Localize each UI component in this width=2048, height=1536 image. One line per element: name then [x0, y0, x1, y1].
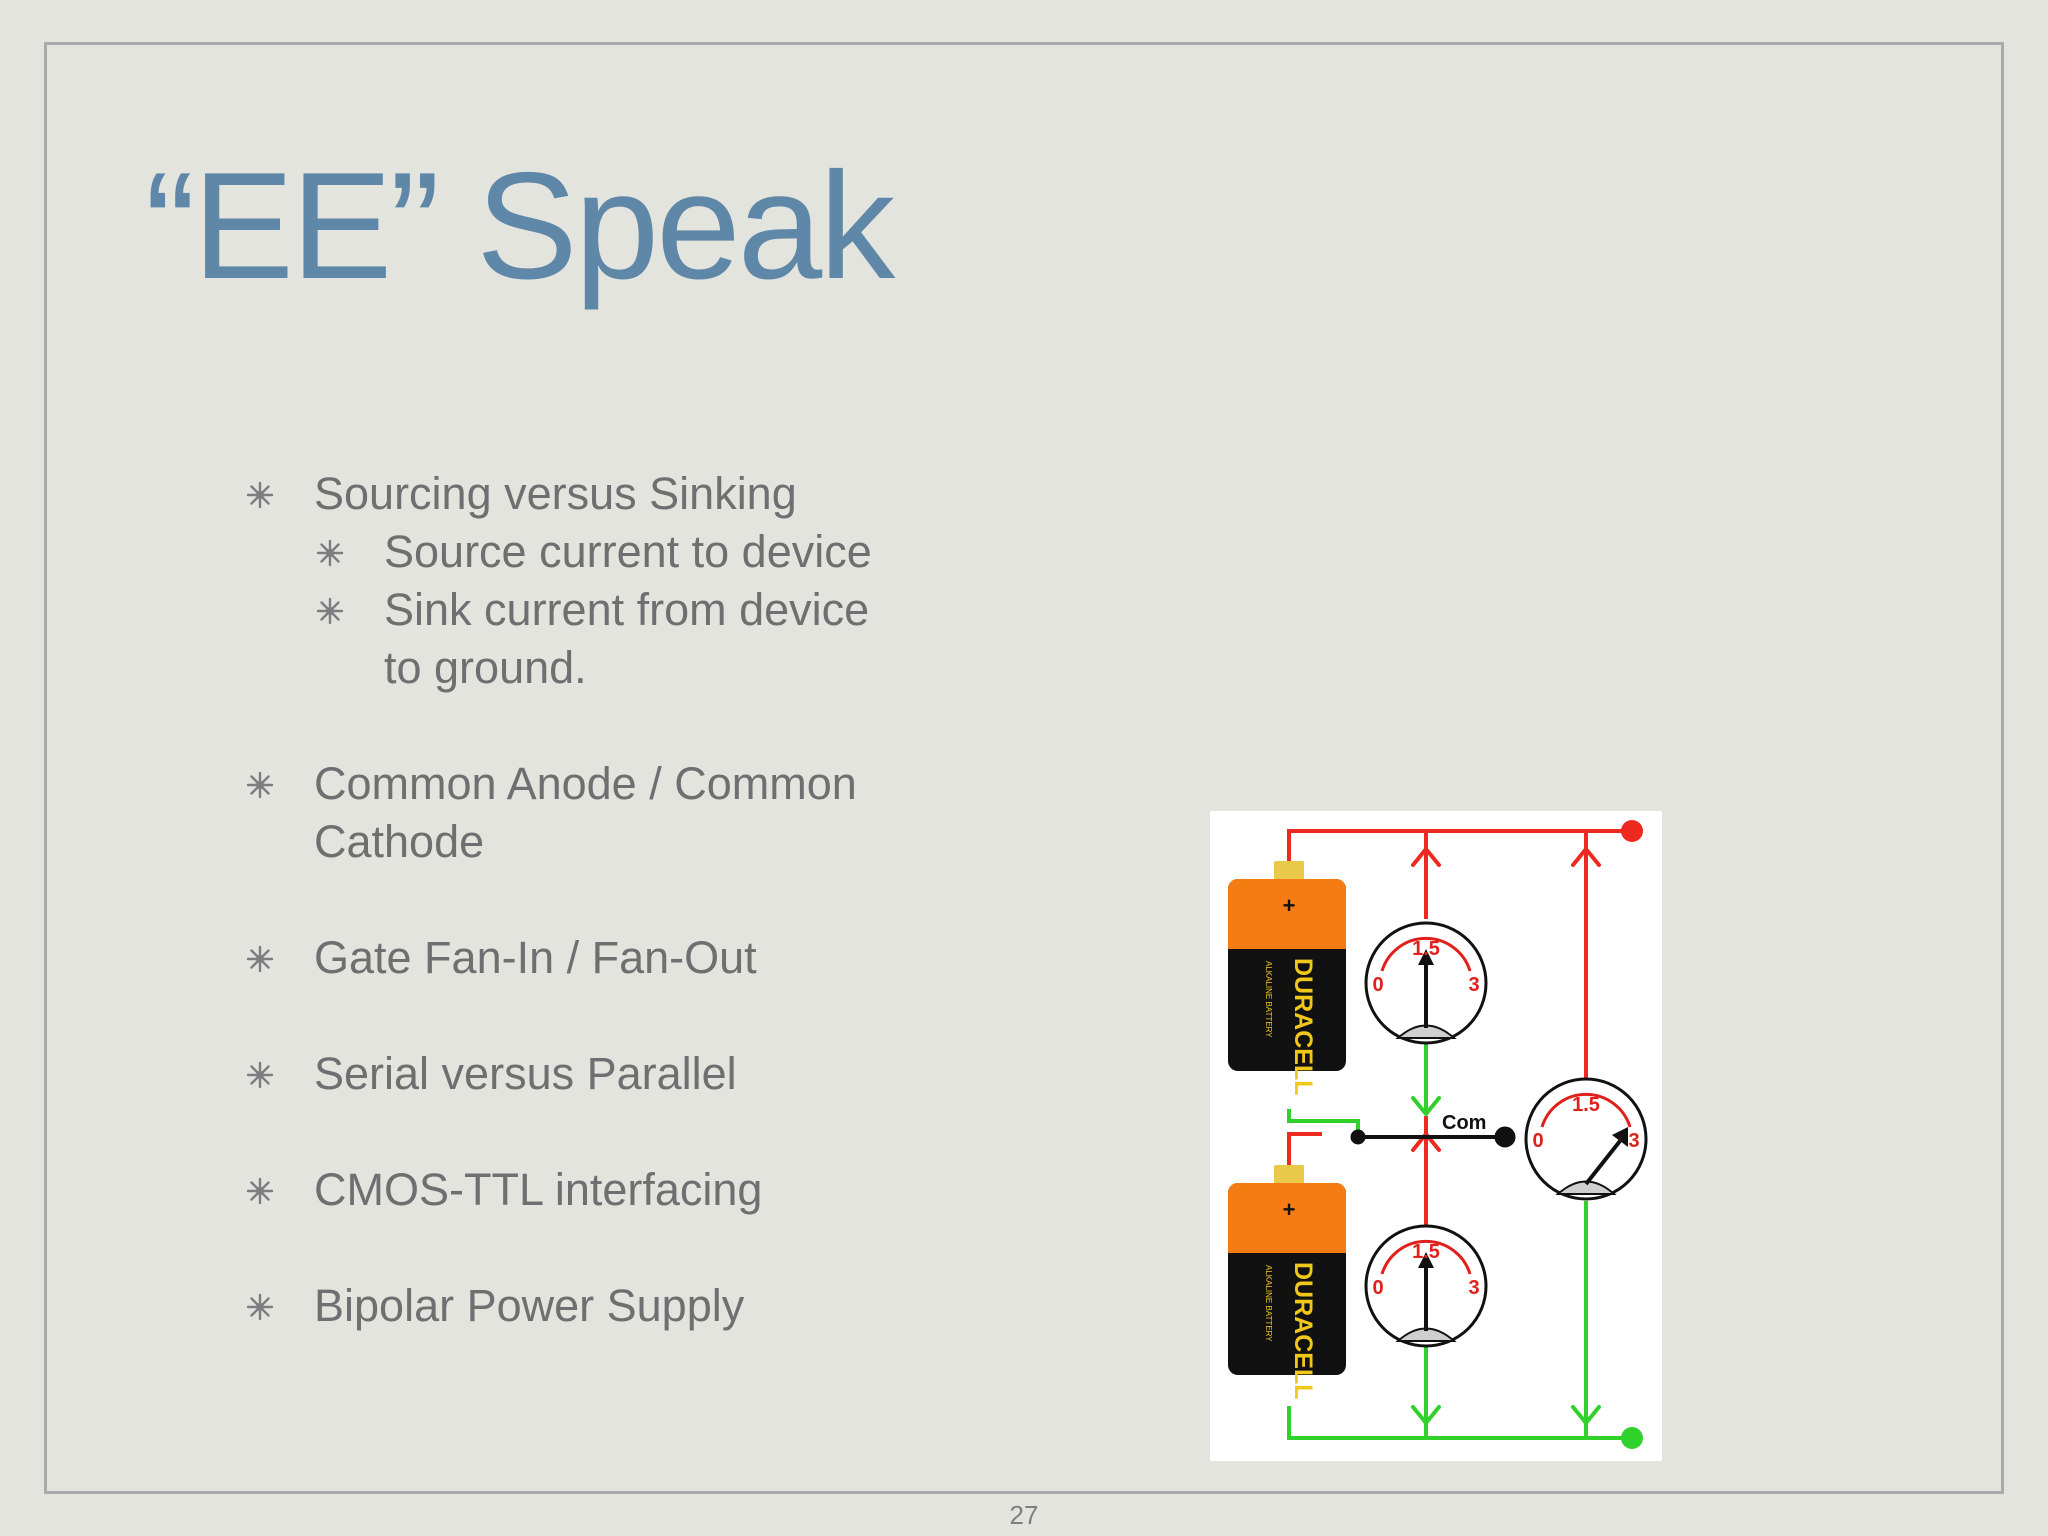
bullet-star-icon: [246, 1061, 274, 1089]
bullet-item: CMOS-TTL interfacing: [314, 1164, 763, 1215]
sub-bullet-continuation: to ground.: [384, 642, 587, 693]
bullet-item: Bipolar Power Supply: [314, 1280, 745, 1331]
meter-min-label: 0: [1372, 1277, 1383, 1299]
bullet-item: Common Anode / Common: [314, 758, 857, 809]
bullet-item: Gate Fan-In / Fan-Out: [314, 932, 757, 983]
meter-mid-label: 1.5: [1412, 938, 1440, 960]
common-wire: [1350, 1126, 1516, 1148]
meter-max-label: 3: [1628, 1130, 1639, 1152]
sub-bullet-item: Source current to device: [384, 526, 872, 577]
bullet-continuation: Cathode: [314, 816, 485, 867]
meter-min-label: 0: [1372, 974, 1383, 996]
battery-brand-label: DURACELL: [1289, 958, 1317, 1096]
battery-icon: + DURACELL ALKALINE BATTERY: [1228, 861, 1346, 1096]
voltmeter-icon: 1.5 0 3: [1364, 921, 1488, 1045]
bullet-star-icon: [246, 771, 274, 799]
bullet-item: Serial versus Parallel: [314, 1048, 737, 1099]
battery-icon: + DURACELL ALKALINE BATTERY: [1228, 1165, 1346, 1400]
bullet-item: Sourcing versus Sinking: [314, 468, 797, 519]
battery-subtext-label: ALKALINE BATTERY: [1264, 1265, 1273, 1342]
bullet-star-icon: [246, 481, 274, 509]
battery-subtext-label: ALKALINE BATTERY: [1264, 961, 1273, 1038]
meter-max-label: 3: [1468, 1277, 1479, 1299]
voltmeter-icon: 1.5 0 3: [1524, 1077, 1648, 1201]
slide-title: “EE” Speak: [145, 141, 895, 311]
slide-frame: [44, 42, 2004, 1494]
voltmeter-icon: 1.5 0 3: [1364, 1224, 1488, 1348]
meter-mid-label: 1.5: [1412, 1241, 1440, 1263]
positive-arrows: [1411, 845, 1601, 1152]
positive-terminal: [1621, 820, 1643, 842]
bullet-star-icon: [316, 539, 344, 567]
meter-max-label: 3: [1468, 974, 1479, 996]
meter-mid-label: 1.5: [1572, 1094, 1600, 1116]
bullet-star-icon: [246, 1293, 274, 1321]
battery-circuit-diagram: + DURACELL ALKALINE BATTERY + DURACELL A…: [1210, 811, 1662, 1461]
bullet-star-icon: [246, 945, 274, 973]
bullet-star-icon: [316, 597, 344, 625]
meter-min-label: 0: [1532, 1130, 1543, 1152]
negative-terminal: [1621, 1427, 1643, 1449]
sub-bullet-item: Sink current from device: [384, 584, 870, 635]
negative-arrows: [1411, 1096, 1601, 1427]
battery-plus-label: +: [1283, 893, 1296, 918]
page-number: 27: [1009, 1500, 1039, 1530]
bullet-star-icon: [246, 1177, 274, 1205]
common-label: Com: [1442, 1112, 1486, 1134]
battery-brand-label: DURACELL: [1289, 1262, 1317, 1400]
battery-plus-label: +: [1283, 1197, 1296, 1222]
